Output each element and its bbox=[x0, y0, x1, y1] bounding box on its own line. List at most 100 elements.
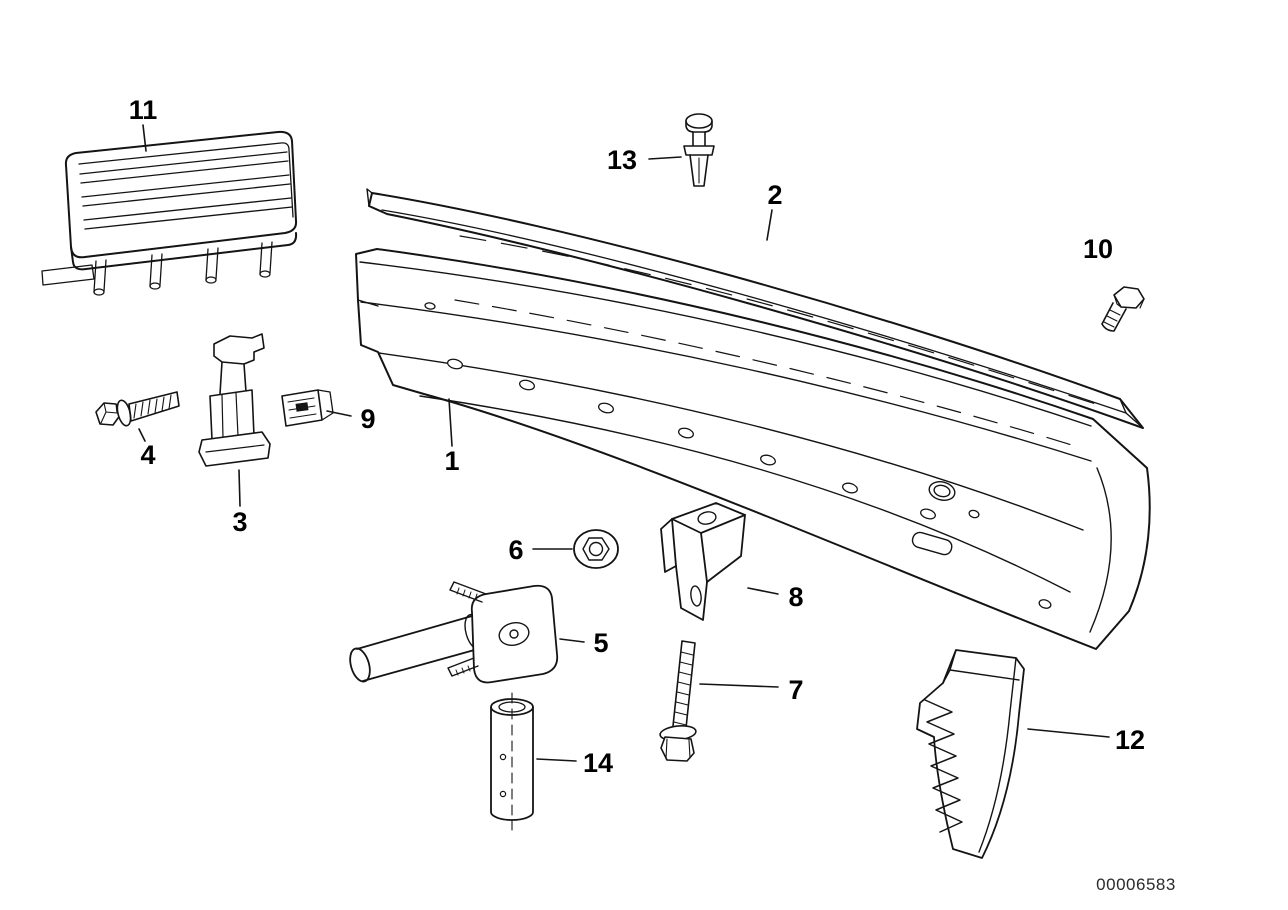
nut-flange bbox=[573, 529, 619, 569]
support-web bbox=[671, 514, 746, 583]
grille-outline bbox=[64, 130, 298, 259]
carrier-upper-ridge bbox=[360, 301, 1092, 462]
clip-tab bbox=[317, 389, 334, 421]
support-hole bbox=[697, 511, 717, 525]
callout-4[interactable]: 4 bbox=[138, 428, 156, 470]
bracket-channel-lines bbox=[221, 392, 239, 439]
carrier-face-ridge bbox=[378, 352, 1084, 531]
tube-hole-1 bbox=[499, 753, 507, 761]
short-bolt-threads bbox=[1103, 309, 1121, 328]
leader-line bbox=[142, 124, 147, 152]
screw-shank bbox=[128, 391, 180, 422]
leader-line bbox=[238, 469, 241, 507]
callout-11[interactable]: 11 bbox=[129, 95, 158, 152]
side-bracket-fins bbox=[924, 699, 963, 833]
callout-1[interactable]: 1 bbox=[444, 398, 460, 476]
clip-slot bbox=[295, 402, 309, 412]
side-bracket-outline bbox=[916, 649, 1025, 859]
strip-right-cap bbox=[1119, 398, 1144, 429]
callout-number: 14 bbox=[583, 748, 613, 778]
trim-strip-drawing bbox=[366, 188, 1144, 429]
callout-number: 6 bbox=[508, 535, 523, 565]
carrier-top-dashes bbox=[454, 299, 1076, 447]
absorber-tube-end bbox=[349, 647, 371, 683]
side-bracket-top-notch bbox=[942, 649, 1020, 684]
carrier-large-openings bbox=[911, 481, 956, 556]
short-bolt-shank bbox=[1101, 302, 1127, 332]
rivet-head bbox=[685, 113, 713, 129]
absorber-boss-center bbox=[509, 629, 519, 639]
callout-14[interactable]: 14 bbox=[536, 748, 613, 778]
callout-number: 8 bbox=[788, 582, 803, 612]
callout-number: 3 bbox=[232, 507, 247, 537]
bracket-channel bbox=[209, 389, 255, 441]
side-bracket-drawing bbox=[916, 649, 1025, 859]
bolt-threads bbox=[673, 651, 694, 726]
bumper-carrier-drawing bbox=[355, 248, 1151, 650]
callout-3[interactable]: 3 bbox=[232, 469, 248, 537]
callout-12[interactable]: 12 bbox=[1027, 725, 1145, 755]
grille-front-lip bbox=[70, 232, 298, 271]
hex-bolt-drawing bbox=[659, 640, 697, 762]
callout-9[interactable]: 9 bbox=[326, 404, 376, 434]
callout-13[interactable]: 13 bbox=[607, 145, 682, 175]
rivet-head-side bbox=[685, 120, 713, 133]
leader-line bbox=[326, 410, 352, 417]
absorber-boss bbox=[498, 622, 530, 646]
absorber-tube bbox=[356, 615, 479, 682]
support-bracket-drawing bbox=[660, 502, 746, 621]
tube-hole-2 bbox=[499, 790, 507, 798]
leader-line bbox=[1027, 728, 1110, 738]
callout-number: 9 bbox=[360, 404, 375, 434]
carrier-bolt-holes bbox=[424, 302, 1052, 609]
bolt-head bbox=[660, 736, 695, 762]
absorber-stud-bottom bbox=[447, 657, 479, 677]
callout-number: 2 bbox=[767, 180, 782, 210]
callout-10[interactable]: 10 bbox=[1083, 234, 1113, 264]
callout-number: 10 bbox=[1083, 234, 1113, 264]
support-slot bbox=[690, 585, 702, 607]
left-bracket-drawing bbox=[198, 333, 271, 467]
rivet-neck bbox=[692, 131, 706, 147]
bolt-head-facets bbox=[665, 738, 691, 760]
callout-2[interactable]: 2 bbox=[766, 180, 783, 241]
carrier-top-crease bbox=[359, 261, 1092, 427]
strip-groove-dashes bbox=[459, 235, 1097, 405]
support-left-wing bbox=[660, 518, 677, 573]
leader-line bbox=[559, 638, 585, 643]
bracket-foot-line bbox=[205, 444, 265, 453]
callout-number: 13 bbox=[607, 145, 637, 175]
impact-absorber-drawing bbox=[349, 581, 559, 684]
callout-6[interactable]: 6 bbox=[508, 535, 573, 565]
bracket-top-flange bbox=[213, 333, 265, 365]
nut-bore bbox=[588, 541, 604, 557]
vent-grille-drawing bbox=[41, 130, 298, 296]
diagram-number: 00006583 bbox=[1096, 875, 1176, 894]
callout-number: 5 bbox=[593, 628, 608, 658]
leader-line bbox=[747, 587, 779, 595]
bolt-shank bbox=[672, 640, 696, 729]
leader-line bbox=[448, 398, 453, 447]
callout-number: 7 bbox=[788, 675, 803, 705]
leader-line bbox=[536, 758, 577, 762]
callout-8[interactable]: 8 bbox=[747, 582, 804, 612]
bracket-neck bbox=[219, 361, 247, 395]
callout-number: 4 bbox=[140, 440, 155, 470]
callout-7[interactable]: 7 bbox=[699, 675, 804, 705]
callout-5[interactable]: 5 bbox=[559, 628, 609, 658]
support-lower bbox=[675, 565, 708, 621]
nut-hex bbox=[582, 537, 610, 561]
callout-number: 12 bbox=[1115, 725, 1145, 755]
absorber-plate bbox=[470, 584, 559, 684]
leader-line bbox=[138, 428, 146, 442]
leader-line bbox=[648, 156, 682, 160]
short-bolt-head-facets bbox=[1113, 294, 1145, 309]
rivet-legs bbox=[689, 154, 709, 187]
leader-line bbox=[766, 209, 773, 241]
carrier-left-step bbox=[357, 299, 379, 353]
grille-base-plate bbox=[41, 264, 95, 286]
carrier-right-cap-line bbox=[1089, 467, 1112, 633]
grille-pegs bbox=[93, 241, 273, 296]
side-bracket-inner-edge bbox=[978, 657, 1017, 853]
absorber-stud-top-threads bbox=[456, 587, 478, 601]
